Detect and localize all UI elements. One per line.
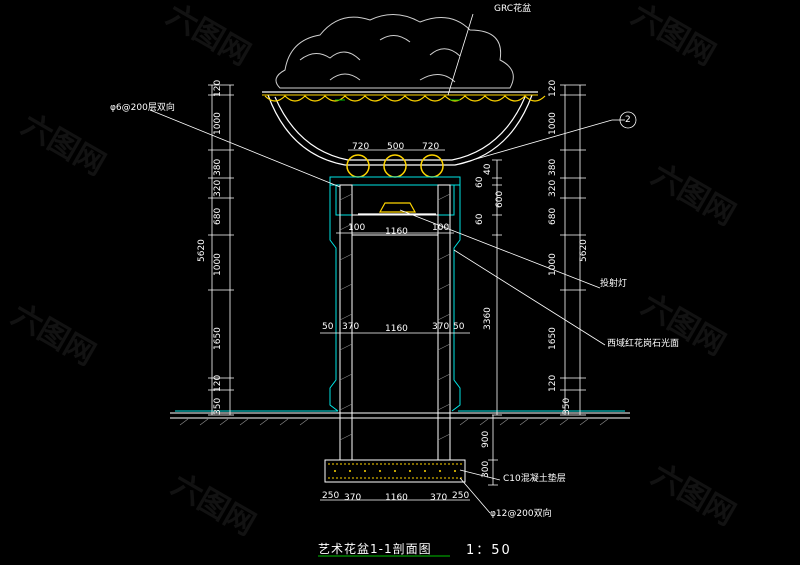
granite-label: 西域红花岗石光面 xyxy=(607,339,680,349)
dim-left: 1000 xyxy=(213,112,223,135)
dim-ball: 720 xyxy=(422,142,440,152)
dim-found: 900 xyxy=(481,430,491,448)
dim-mid: 600 xyxy=(495,190,505,208)
concrete-label: C10混凝土垫层 xyxy=(503,474,566,484)
drawing-scale: 1：50 xyxy=(466,543,512,558)
column-outer xyxy=(329,185,461,412)
dim-right: 1650 xyxy=(548,327,558,350)
dim-left: 1650 xyxy=(213,327,223,350)
rebar-top-label: φ6@200层双向 xyxy=(110,103,175,113)
spotlight-label: 投射灯 xyxy=(600,279,628,289)
dim-left: 1000 xyxy=(213,253,223,276)
dim-ball: 720 xyxy=(352,142,370,152)
dim-found: 300 xyxy=(481,460,491,478)
dim-lines-mid xyxy=(488,159,502,486)
dim-inner: 100 xyxy=(432,223,450,233)
dim-mid: 3360 xyxy=(483,307,493,330)
dim-base: 370 xyxy=(344,493,362,503)
shrub-silhouette xyxy=(275,14,514,89)
spotlight-fixture xyxy=(358,202,436,215)
dim-left: 120 xyxy=(213,79,223,97)
dim-inner: 1160 xyxy=(385,227,408,237)
ground-line xyxy=(170,412,630,419)
dim-base: 1160 xyxy=(385,493,408,503)
dim-mid: 60 xyxy=(475,213,485,225)
dim-right: 1000 xyxy=(548,112,558,135)
dim-right: 120 xyxy=(548,79,558,97)
dim-left: 350 xyxy=(213,397,223,415)
dim-lines-right xyxy=(560,84,586,416)
dim-right: 380 xyxy=(548,158,558,176)
dim-column: 370 xyxy=(342,322,360,332)
dim-right: 320 xyxy=(548,179,558,197)
ref-circle-label: 2 xyxy=(625,115,631,125)
dim-column: 50 xyxy=(322,322,334,332)
dim-base: 370 xyxy=(430,493,448,503)
ref-circle xyxy=(619,111,637,129)
dim-lines-left xyxy=(208,84,234,416)
dim-right: 120 xyxy=(548,374,558,392)
dim-lines-horizontal xyxy=(320,149,470,501)
dim-mid: 40 xyxy=(483,163,493,175)
dim-ball: 500 xyxy=(387,142,405,152)
drawing-title: 艺术花盆1-1剖面图 xyxy=(318,542,432,556)
column-capital xyxy=(329,176,461,216)
dim-column: 370 xyxy=(432,322,450,332)
dim-right-total: 5620 xyxy=(579,239,589,262)
dim-left: 120 xyxy=(213,374,223,392)
grc-label: GRC花盆 xyxy=(494,4,532,14)
dim-right: 350 xyxy=(562,397,572,415)
dim-right: 1000 xyxy=(548,253,558,276)
dim-column: 1160 xyxy=(385,324,408,334)
dim-column: 50 xyxy=(453,322,465,332)
dim-left-total: 5620 xyxy=(197,239,207,262)
dim-base: 250 xyxy=(452,491,470,501)
ground-hatch xyxy=(179,418,609,426)
support-balls xyxy=(346,154,444,178)
grc-bowl xyxy=(262,91,538,166)
dim-mid: 60 xyxy=(475,176,485,188)
dim-base: 250 xyxy=(322,491,340,501)
leader-lines xyxy=(149,13,625,514)
dim-right: 680 xyxy=(548,207,558,225)
dim-left: 680 xyxy=(213,207,223,225)
rebar-bottom-label: φ12@200双向 xyxy=(490,509,552,519)
bowl-rim-scallops xyxy=(264,95,546,102)
dim-left: 380 xyxy=(213,158,223,176)
dim-inner: 100 xyxy=(348,223,366,233)
foundation-dots xyxy=(334,470,456,472)
dim-left: 320 xyxy=(213,179,223,197)
